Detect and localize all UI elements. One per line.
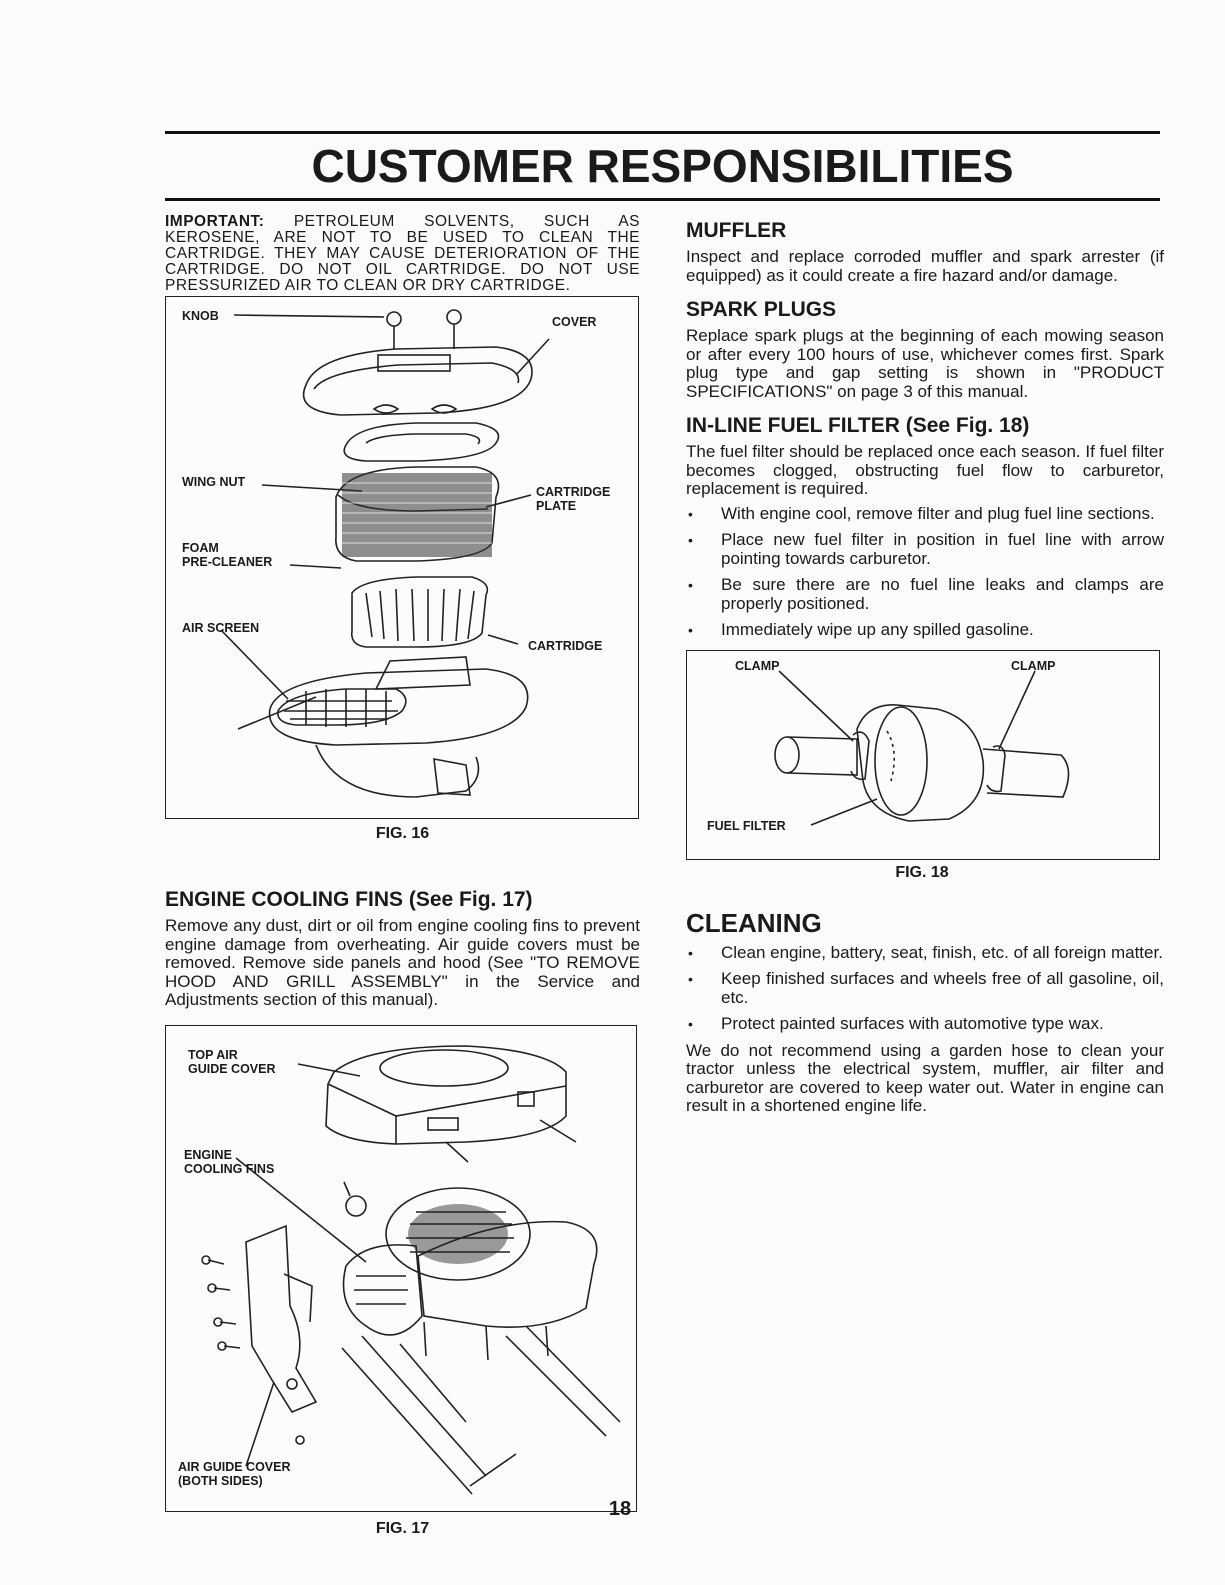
- left-column: IMPORTANT: PETROLEUM SOLVENTS, SUCH AS K…: [165, 212, 640, 1538]
- fuel-filter-drawing: [774, 669, 1070, 826]
- label-air-guide-2: (BOTH SIDES): [178, 1473, 263, 1488]
- label-clamp-left: CLAMP: [735, 658, 780, 673]
- label-cartridge-plate-2: PLATE: [536, 499, 577, 513]
- label-foam-1: FOAM: [182, 541, 219, 555]
- list-item: Keep finished surfaces and wheels free o…: [686, 969, 1164, 1007]
- engine-cooling-drawing: [201, 1044, 621, 1495]
- spark-text: Replace spark plugs at the beginning of …: [686, 326, 1164, 401]
- important-text: PETROLEUM SOLVENTS, SUCH AS KEROSENE, AR…: [165, 213, 641, 294]
- fig16-box: KNOB COVER WING NUT CARTRIDGE PLATE FOAM…: [165, 296, 639, 819]
- muffler-text: Inspect and replace corroded muffler and…: [686, 247, 1164, 285]
- fuel-steps: With engine cool, remove filter and plug…: [686, 504, 1164, 640]
- fig18-caption: FIG. 18: [895, 863, 949, 881]
- important-label: IMPORTANT:: [165, 213, 265, 230]
- fuel-text: The fuel filter should be replaced once …: [686, 442, 1164, 498]
- label-cartridge: CARTRIDGE: [528, 639, 603, 653]
- label-knob: KNOB: [182, 309, 219, 323]
- label-top-air-2: GUIDE COVER: [188, 1061, 276, 1076]
- fuel-heading: IN-LINE FUEL FILTER (See Fig. 18): [686, 414, 1030, 437]
- cleaning-steps: Clean engine, battery, seat, finish, etc…: [686, 943, 1164, 1034]
- label-engine-1: ENGINE: [184, 1147, 232, 1162]
- list-item: Place new fuel filter in position in fue…: [686, 530, 1164, 568]
- list-item: Clean engine, battery, seat, finish, etc…: [686, 943, 1164, 963]
- label-air-guide-1: AIR GUIDE COVER: [178, 1459, 291, 1474]
- top-rule: [165, 131, 1160, 134]
- label-top-air-1: TOP AIR: [188, 1047, 238, 1062]
- title-rule: [165, 198, 1160, 201]
- label-cartridge-plate-1: CARTRIDGE: [536, 485, 611, 499]
- label-fuel-filter: FUEL FILTER: [707, 818, 786, 833]
- list-item: Be sure there are no fuel line leaks and…: [686, 575, 1164, 613]
- spark-heading: SPARK PLUGS: [686, 298, 837, 321]
- cleaning-text: We do not recommend using a garden hose …: [686, 1040, 1164, 1115]
- right-column: MUFFLER Inspect and replace corroded muf…: [686, 212, 1164, 1116]
- label-engine-2: COOLING FINS: [184, 1161, 275, 1176]
- fig17-caption: FIG. 17: [375, 1519, 430, 1537]
- cleaning-heading: CLEANING: [686, 907, 822, 938]
- label-air-screen: AIR SCREEN: [182, 621, 260, 635]
- fig18-box: CLAMP CLAMP FUEL FILTER: [686, 649, 1160, 860]
- page-title: CUSTOMER RESPONSIBILITIES: [311, 140, 1014, 192]
- fig16-caption: FIG. 16: [375, 825, 430, 842]
- label-wing-nut: WING NUT: [182, 475, 246, 489]
- label-clamp-right: CLAMP: [1011, 658, 1056, 673]
- air-cleaner-exploded-drawing: [220, 309, 550, 798]
- important-note: IMPORTANT: PETROLEUM SOLVENTS, SUCH AS K…: [165, 214, 640, 294]
- list-item: With engine cool, remove filter and plug…: [686, 504, 1164, 524]
- fig17-box: TOP AIR GUIDE COVER ENGINE COOLING FINS …: [165, 1024, 637, 1512]
- list-item: Immediately wipe up any spilled gasoline…: [686, 620, 1164, 640]
- cooling-text: Remove any dust, dirt or oil from engine…: [165, 916, 640, 1009]
- cooling-heading: ENGINE COOLING FINS (See Fig. 17): [165, 888, 533, 911]
- label-foam-2: PRE-CLEANER: [182, 555, 273, 569]
- muffler-heading: MUFFLER: [686, 219, 787, 242]
- label-cover: COVER: [552, 315, 597, 329]
- page-number: 18: [608, 1498, 632, 1520]
- list-item: Protect painted surfaces with automotive…: [686, 1014, 1164, 1034]
